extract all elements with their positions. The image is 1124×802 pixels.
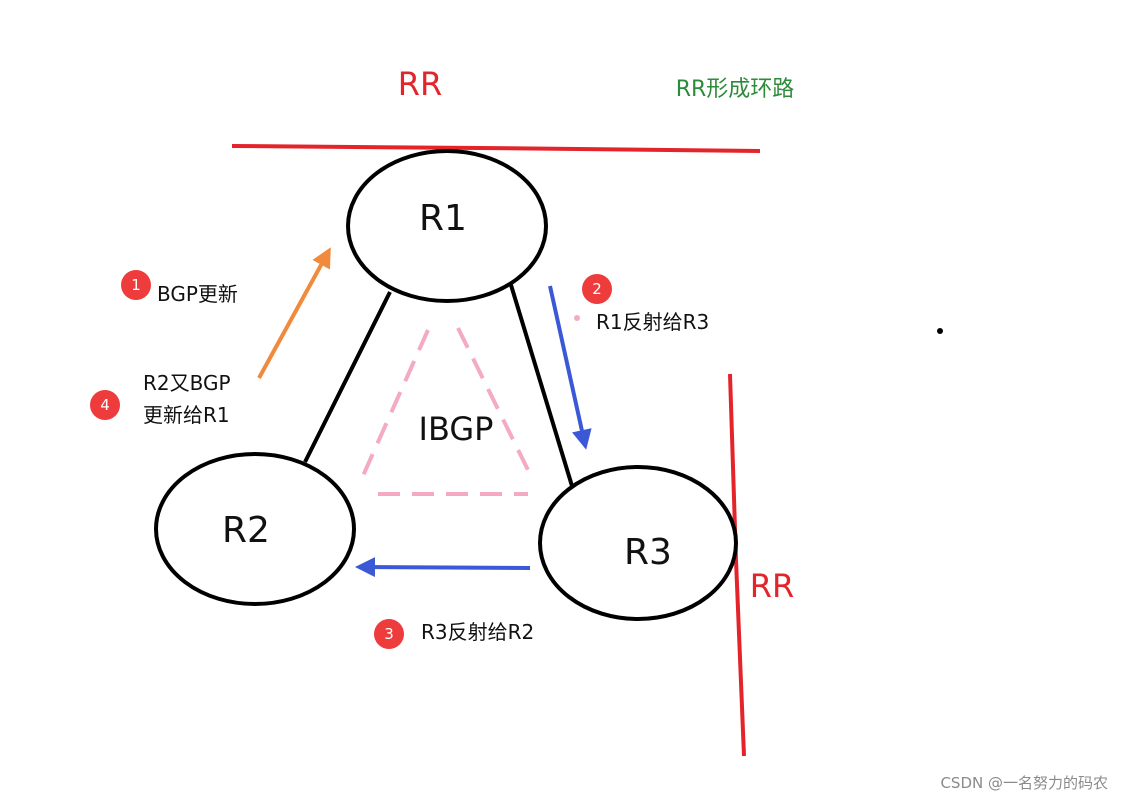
rr-right-label: RR — [750, 567, 794, 605]
step-2-text: R1反射给R3 — [596, 310, 709, 334]
step-2-number: 2 — [592, 280, 602, 298]
step-1-badge — [121, 270, 151, 300]
router-r3-label: R3 — [624, 532, 672, 573]
link-r1-r3 — [509, 284, 574, 487]
step-3-badge — [374, 619, 404, 649]
router-r2 — [154, 452, 356, 606]
step-4-number: 4 — [100, 396, 110, 414]
watermark: CSDN @一名努力的码农 — [940, 774, 1108, 792]
router-r1-label: R1 — [419, 198, 467, 239]
arrow-r1-to-r3 — [548, 285, 592, 450]
router-r3 — [538, 465, 738, 621]
arrow-r2-to-r1 — [257, 247, 331, 379]
ibgp-label: IBGP — [419, 410, 494, 448]
ibgp-triangle — [360, 327, 530, 496]
arrow-r3-to-r2 — [355, 557, 531, 578]
rr-top-line — [231, 144, 761, 153]
rr-right-line — [728, 373, 746, 757]
link-r1-r2 — [303, 291, 392, 463]
step-2-badge — [582, 274, 612, 304]
step-4-badge — [90, 390, 120, 420]
step-4-text-line1: R2又BGP — [143, 371, 231, 395]
step-1-text: BGP更新 — [157, 282, 238, 306]
step-3-text: R3反射给R2 — [421, 620, 534, 644]
rr-top-label: RR — [398, 65, 442, 103]
router-r2-label: R2 — [222, 510, 270, 551]
router-r1 — [346, 149, 548, 303]
rr-loop-note: RR形成环路 — [676, 77, 795, 102]
step-1-number: 1 — [131, 276, 141, 294]
pink-dot — [574, 315, 580, 321]
step-4-text-line2: 更新给R1 — [143, 403, 230, 427]
black-dot — [937, 328, 943, 334]
step-3-number: 3 — [384, 625, 394, 643]
